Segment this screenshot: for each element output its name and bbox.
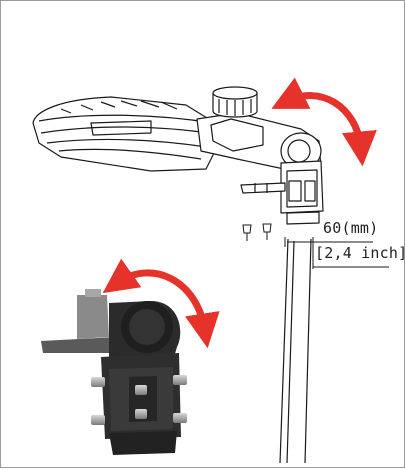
bracket-closeup [41, 289, 187, 455]
curved-rotate-arrow-icon [271, 77, 377, 167]
street-light-fixture [32, 86, 324, 225]
curved-rotate-arrow-icon [102, 258, 220, 349]
dimension-imperial-label: [2,4 inch] [315, 244, 405, 262]
bolt-icon [91, 375, 187, 425]
dimension-metric-label: 60(mm) [323, 219, 379, 237]
pole [279, 238, 312, 464]
screws [242, 223, 272, 241]
dimension-lines [284, 237, 389, 269]
